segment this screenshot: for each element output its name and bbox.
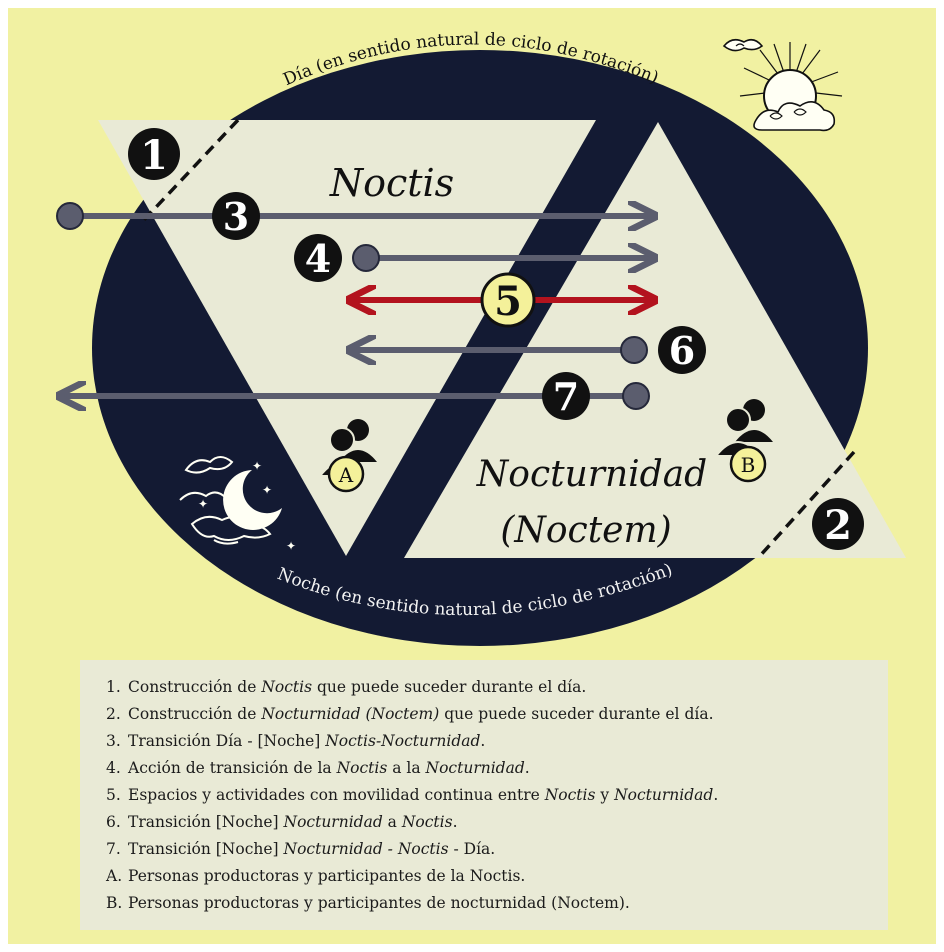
nocturnidad-title: Nocturnidad bbox=[476, 454, 707, 495]
marker-7-circle bbox=[542, 372, 590, 420]
marker-3-circle bbox=[212, 192, 260, 240]
legend-item-emphasis: Nocturnidad bbox=[283, 813, 383, 831]
svg-text:✦: ✦ bbox=[286, 539, 296, 553]
legend-item-text: Acción de transición de la bbox=[128, 759, 337, 777]
marker-2-circle bbox=[812, 498, 864, 550]
legend-item-key: 1. bbox=[106, 678, 121, 696]
legend-item-emphasis: Noctis bbox=[336, 759, 388, 777]
legend-item-text: Personas productoras y participantes de … bbox=[128, 894, 630, 912]
marker-b-circle bbox=[729, 445, 767, 483]
legend-item: 7. Transición [Noche] Nocturnidad - Nocti… bbox=[106, 836, 888, 863]
marker-3-label: 3 bbox=[223, 194, 249, 239]
cycle-diagram: Día (en sentido natural de ciclo de rota… bbox=[56, 29, 906, 646]
legend-item-emphasis: Nocturnidad bbox=[425, 759, 525, 777]
marker-a-circle bbox=[327, 455, 365, 493]
legend-item-text: Construcción de bbox=[128, 705, 262, 723]
legend-box: 1. Construcción de Noctis que puede suced… bbox=[80, 660, 888, 930]
noctem-subtitle: (Noctem) bbox=[500, 510, 671, 551]
marker-1-circle bbox=[128, 128, 180, 180]
legend-item-text: a bbox=[382, 813, 402, 831]
marker-4-circle bbox=[294, 234, 342, 282]
svg-text:✦: ✦ bbox=[262, 483, 272, 497]
arrow-3-start-dot bbox=[56, 202, 84, 230]
nocturnidad-triangle bbox=[404, 122, 906, 558]
legend-item: 6. Transición [Noche] Nocturnidad a Nocti… bbox=[106, 809, 888, 836]
legend-item: 1. Construcción de Noctis que puede suced… bbox=[106, 674, 888, 701]
marker-6-label: 6 bbox=[669, 328, 695, 373]
legend-item-text: . bbox=[480, 732, 486, 750]
marker-5-circle bbox=[480, 272, 536, 328]
legend-item-key: 7. bbox=[106, 840, 121, 858]
legend-item-text: - Día. bbox=[448, 840, 496, 858]
noctis-dashed-edge bbox=[140, 118, 240, 224]
legend-item-emphasis: Nocturnidad (Noctem) bbox=[261, 705, 440, 723]
legend-item-key: 6. bbox=[106, 813, 121, 831]
moon-cloud-icon: ✦ ✦ ✦ ✦ bbox=[179, 456, 296, 553]
marker-2-label: 2 bbox=[824, 502, 852, 549]
marker-5-label: 5 bbox=[494, 278, 522, 325]
legend-item-text: que puede suceder durante el día. bbox=[312, 678, 587, 696]
legend-item-emphasis: Noctis bbox=[544, 786, 596, 804]
legend-item-emphasis: Noctis bbox=[401, 813, 453, 831]
arrow-4-start-dot bbox=[352, 244, 380, 272]
legend-item-key: 3. bbox=[106, 732, 121, 750]
marker-6-circle bbox=[658, 326, 706, 374]
legend-item-text: Personas productoras y participantes de … bbox=[128, 867, 526, 885]
marker-1-label: 1 bbox=[140, 132, 168, 179]
legend-item-key: 2. bbox=[106, 705, 121, 723]
svg-text:✦: ✦ bbox=[252, 459, 262, 473]
legend-item: 4. Acción de transición de la Noctis a la… bbox=[106, 755, 888, 782]
people-icon-b bbox=[713, 399, 773, 457]
legend-item-text: Construcción de bbox=[128, 678, 262, 696]
arrow-7-start-dot bbox=[622, 382, 650, 410]
legend-item-text: y bbox=[595, 786, 615, 804]
legend-item-key: B. bbox=[106, 894, 123, 912]
legend-item-emphasis: Nocturnidad bbox=[614, 786, 714, 804]
legend-item-emphasis: Noctis bbox=[261, 678, 313, 696]
arrow-6-start-dot bbox=[620, 336, 648, 364]
marker-a-label: A bbox=[338, 463, 354, 487]
legend-item: 5. Espacios y actividades con movilidad c… bbox=[106, 782, 888, 809]
svg-text:✦: ✦ bbox=[198, 497, 208, 511]
legend-item-text: Transición Día - [Noche] bbox=[128, 732, 326, 750]
legend-item: 3. Transición Día - [Noche] Noctis-Noctur… bbox=[106, 728, 888, 755]
legend-item-key: A. bbox=[106, 867, 123, 885]
legend-item-key: 5. bbox=[106, 786, 121, 804]
marker-7-label: 7 bbox=[553, 374, 579, 419]
legend-item-text: Transición [Noche] bbox=[128, 840, 284, 858]
legend-item-text: que puede suceder durante el día. bbox=[439, 705, 714, 723]
legend-item: B. Personas productoras y participantes d… bbox=[106, 890, 888, 917]
legend-item-key: 4. bbox=[106, 759, 121, 777]
legend-item-text: Espacios y actividades con movilidad con… bbox=[128, 786, 545, 804]
nocturnidad-dashed-edge bbox=[756, 450, 856, 560]
noctis-title: Noctis bbox=[329, 161, 454, 205]
legend-item-text: . bbox=[524, 759, 530, 777]
legend-item: A. Personas productoras y participantes d… bbox=[106, 863, 888, 890]
legend-item-emphasis: Nocturnidad - Noctis bbox=[283, 840, 449, 858]
sun-cloud-icon bbox=[722, 38, 843, 132]
legend-item-emphasis: Noctis-Nocturnidad bbox=[325, 732, 481, 750]
marker-4-label: 4 bbox=[305, 236, 331, 281]
marker-b-label: B bbox=[741, 453, 756, 477]
legend-item-text: Transición [Noche] bbox=[128, 813, 284, 831]
legend-item-text: a la bbox=[387, 759, 426, 777]
legend-item: 2. Construcción de Nocturnidad (Noctem) q… bbox=[106, 701, 888, 728]
legend-item-text: . bbox=[452, 813, 458, 831]
legend-item-text: . bbox=[713, 786, 719, 804]
